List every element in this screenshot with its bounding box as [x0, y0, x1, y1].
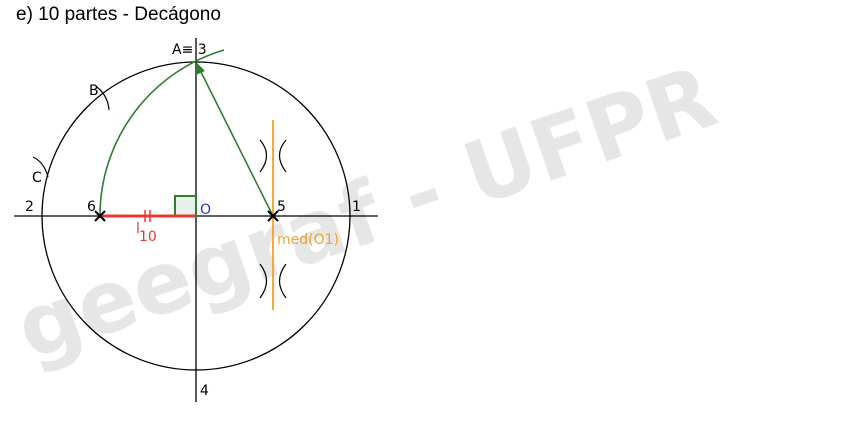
watermark-text: geegraf - UFPR: [4, 47, 728, 380]
arc-mark-b: [96, 86, 110, 111]
label-10: 10: [139, 229, 157, 245]
point-6-marker: [94, 210, 106, 222]
point-5-marker: [267, 210, 279, 222]
label-l: l: [136, 221, 140, 237]
lower-bisector-arc-left: [259, 263, 268, 299]
label-o: O: [200, 202, 211, 218]
label-4: 4: [200, 383, 209, 399]
label-med-o1: med(O1): [277, 232, 339, 248]
upper-bisector-arc-left: [259, 139, 268, 173]
label-2: 2: [25, 199, 34, 215]
label-5: 5: [277, 199, 286, 215]
label-b: B: [89, 83, 99, 99]
green-arc: [99, 49, 225, 217]
figure-title: e) 10 partes - Decágono: [16, 4, 221, 25]
right-angle-marker: [174, 195, 197, 217]
label-c: C: [32, 170, 42, 186]
label-6: 6: [87, 199, 96, 215]
green-arrowhead: [196, 62, 205, 75]
label-1: 1: [352, 199, 361, 215]
lower-bisector-arc-right: [278, 263, 287, 299]
upper-bisector-arc-right: [278, 139, 287, 173]
green-radius-line: [199, 69, 274, 217]
arc-mark-c: [32, 156, 49, 178]
label-a3: A≡ 3: [172, 42, 207, 58]
